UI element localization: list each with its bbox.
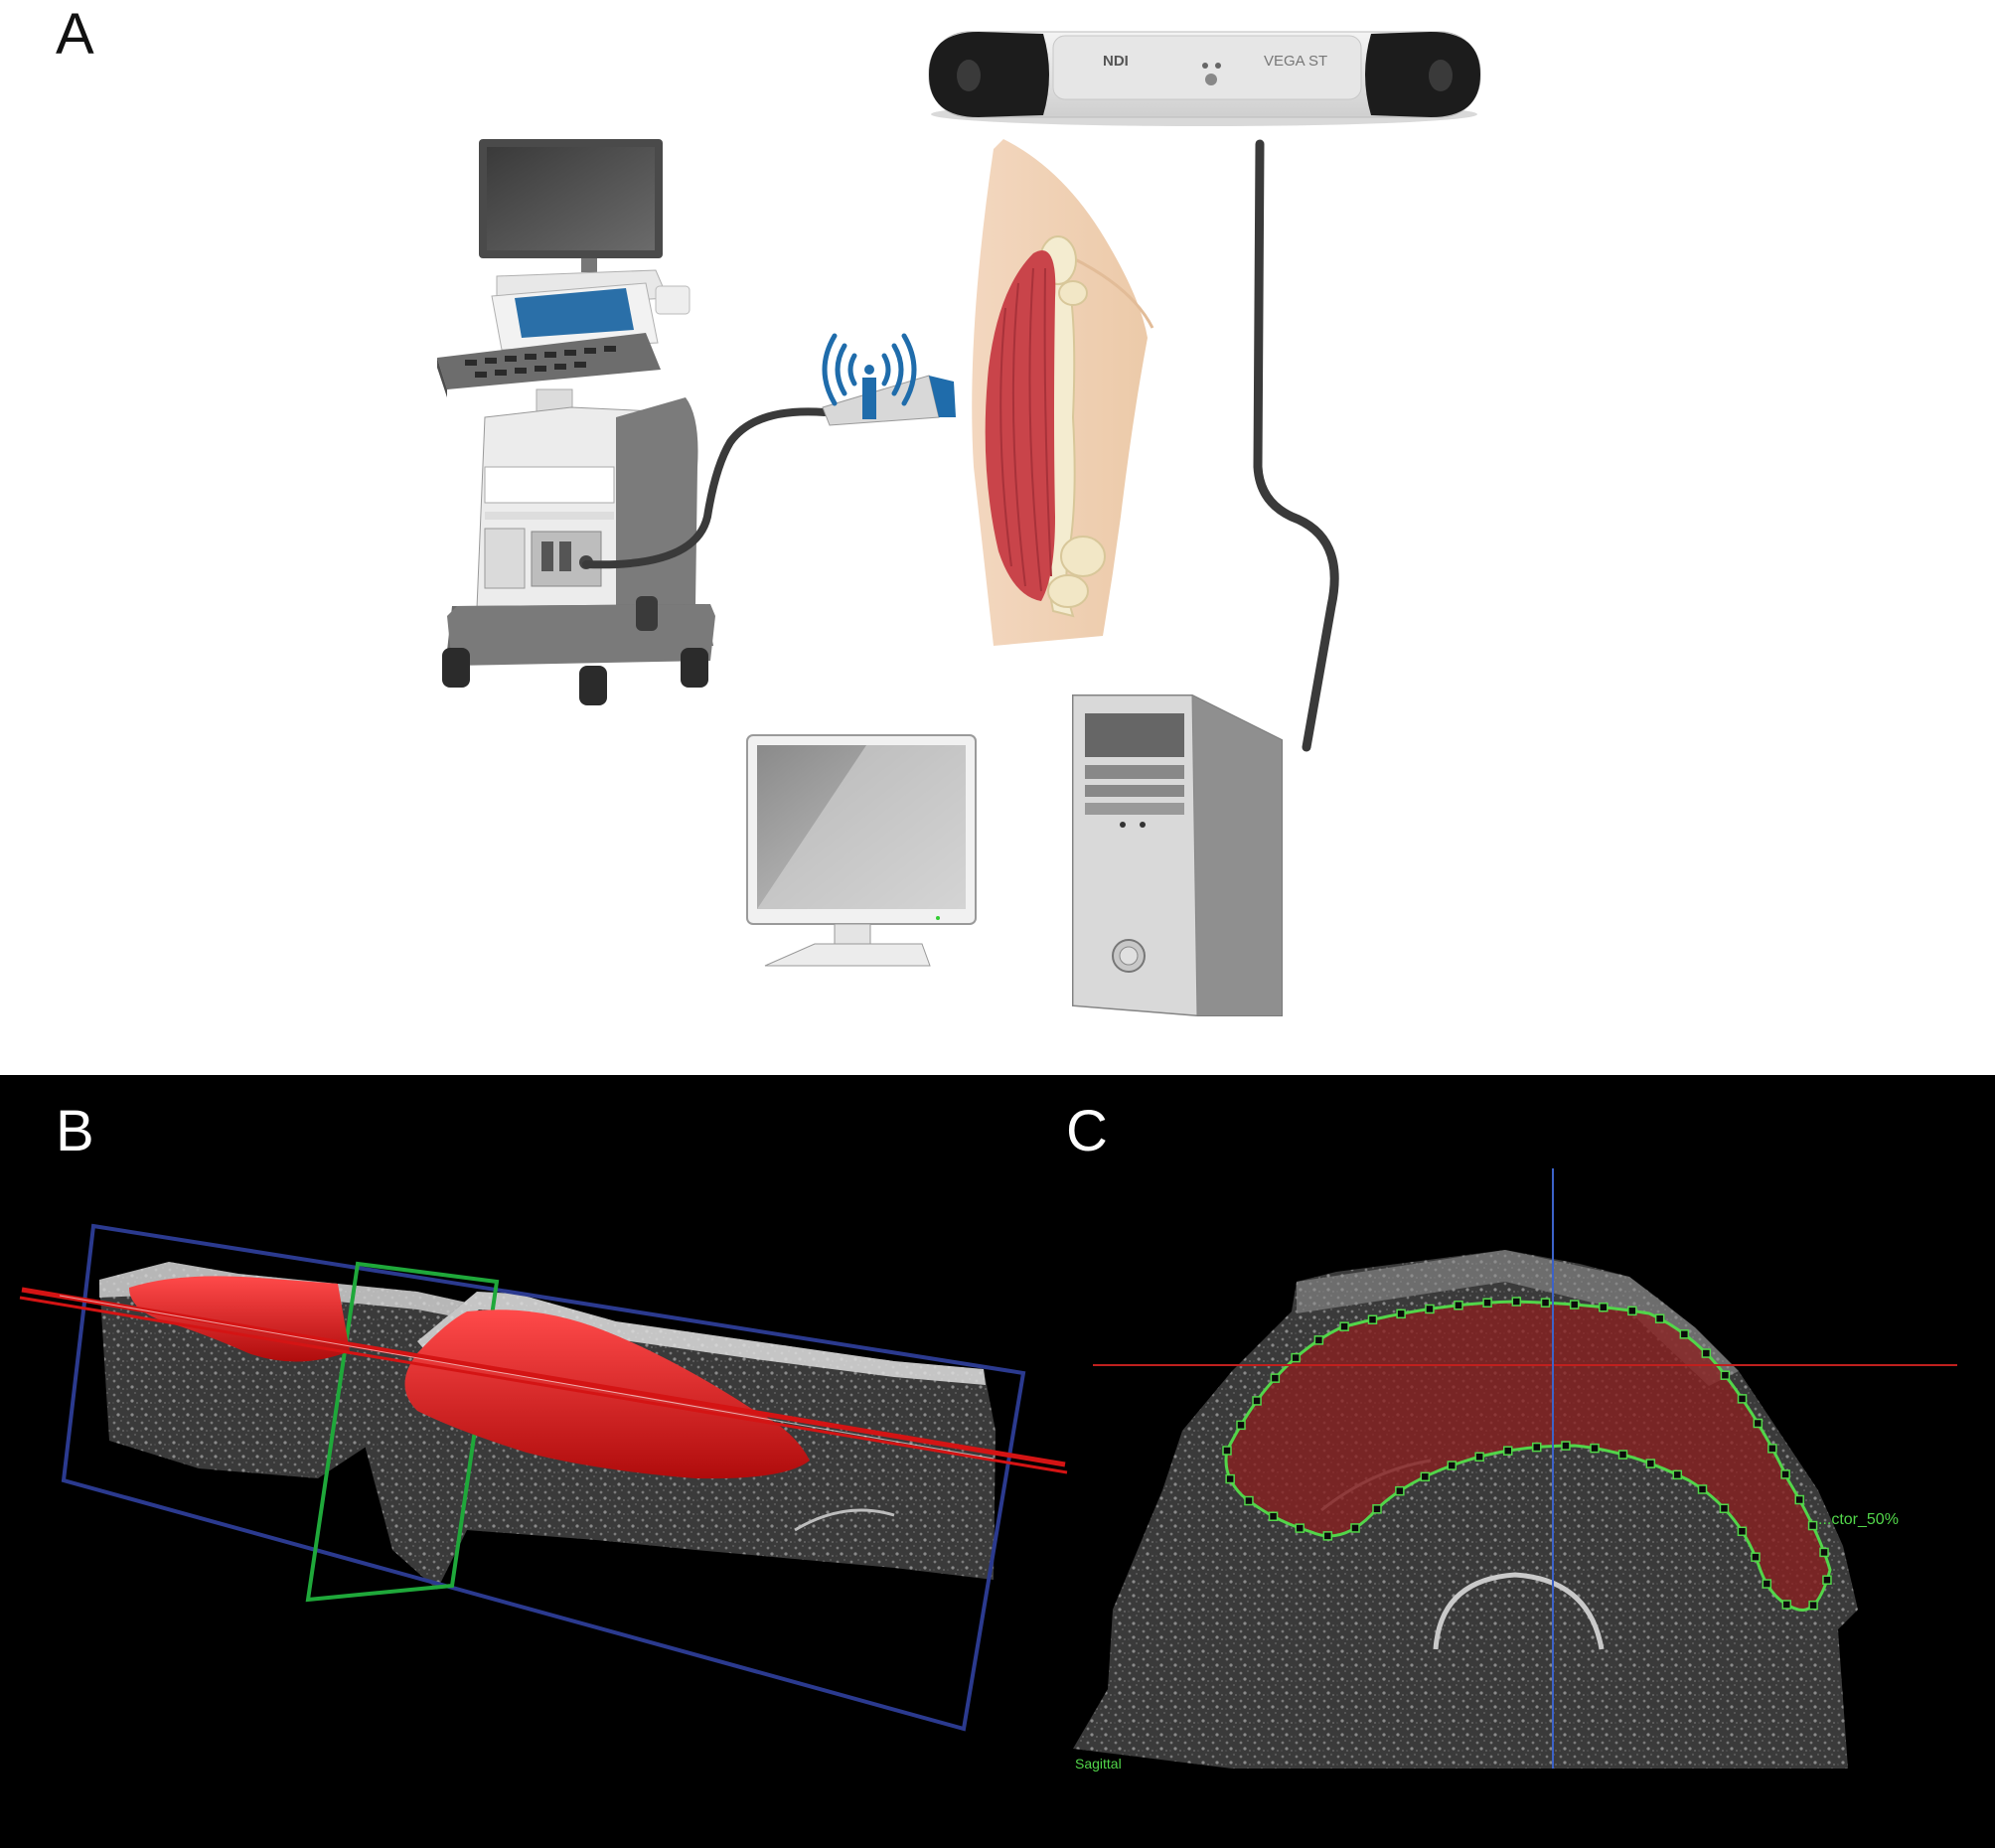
panel-label-c: C: [1066, 1099, 1108, 1163]
contour-point: [1697, 1484, 1708, 1494]
contour-point: [1719, 1503, 1730, 1514]
contour-point: [1780, 1469, 1790, 1479]
contour-point: [1454, 1301, 1463, 1310]
contour-point: [1781, 1600, 1792, 1610]
contour-point: [1540, 1298, 1551, 1308]
contour-point: [1737, 1526, 1748, 1537]
contour-point: [1654, 1313, 1665, 1323]
contour-point: [1569, 1300, 1580, 1309]
contour-point: [1420, 1471, 1431, 1482]
contour-point: [1701, 1348, 1712, 1358]
contour-point: [1502, 1446, 1513, 1456]
wireless-signal-icon: [822, 333, 917, 406]
contour-point: [1252, 1396, 1262, 1406]
tracker-brand: NDI: [1103, 53, 1129, 70]
contour-point: [1474, 1452, 1484, 1463]
contour-point: [1244, 1495, 1254, 1506]
contour-point: [1236, 1420, 1246, 1431]
thigh-anatomy: [972, 139, 1154, 646]
contour-point: [1627, 1306, 1637, 1316]
segmentation-left: [129, 1276, 350, 1362]
pc-tower: [1072, 694, 1283, 1016]
contour-point: [1339, 1321, 1349, 1331]
contour-point: [1751, 1552, 1761, 1562]
contour-point: [1794, 1494, 1804, 1505]
contour-point: [1425, 1304, 1435, 1314]
contour-point: [1599, 1302, 1609, 1312]
monitor: [746, 734, 977, 967]
contour-point: [1367, 1314, 1378, 1324]
contour-point: [1350, 1523, 1360, 1533]
contour-point: [1645, 1459, 1656, 1468]
contour-control-points: [1222, 1297, 1832, 1611]
probe-cable: [582, 407, 829, 569]
contour-point: [1807, 1520, 1818, 1531]
contour-point: [1270, 1373, 1281, 1383]
oblique-plane-red: [21, 1287, 1066, 1467]
contour-point: [1322, 1531, 1333, 1541]
contour-point: [1372, 1504, 1382, 1514]
bounding-box-blue: [61, 1223, 1026, 1732]
contour-point: [1225, 1473, 1235, 1484]
contour-point: [1291, 1352, 1301, 1363]
contour-point: [1532, 1442, 1542, 1453]
slice-plane-green: [305, 1261, 500, 1603]
contour-point: [1396, 1309, 1406, 1319]
optical-tracker: [928, 31, 1481, 126]
panel-label-a: A: [56, 2, 94, 67]
contour-point: [1511, 1297, 1522, 1307]
contour-point: [1617, 1450, 1628, 1460]
contour-point: [1447, 1461, 1458, 1470]
contour-point: [1737, 1394, 1748, 1404]
panel-a-illustration: NDI VEGA ST: [437, 31, 1481, 1016]
contour-point: [1762, 1579, 1772, 1589]
contour-point: [1561, 1441, 1571, 1451]
contour-point: [1268, 1511, 1279, 1522]
bone-echo: [1433, 1572, 1605, 1650]
contour-label: ...ctor_50%: [1818, 1511, 1899, 1528]
view-label: Sagittal: [1075, 1756, 1122, 1771]
contour-point: [1222, 1446, 1232, 1456]
contour-point: [1395, 1485, 1405, 1496]
contour-point: [1819, 1547, 1829, 1558]
tracker-cable: [1253, 139, 1339, 752]
contour-point: [1767, 1444, 1777, 1454]
contour-point: [1482, 1298, 1492, 1308]
contour-point: [1808, 1600, 1818, 1611]
segmentation-main: [404, 1309, 810, 1479]
contour-point: [1295, 1523, 1305, 1533]
contour-point: [1822, 1575, 1832, 1585]
panel-label-b: B: [56, 1099, 94, 1163]
contour-point: [1590, 1443, 1600, 1454]
contour-point: [1679, 1329, 1690, 1339]
contour-point: [1313, 1335, 1324, 1345]
panel-b-3d-view: [19, 1223, 1068, 1732]
contour-point: [1720, 1370, 1731, 1380]
contour-point: [1753, 1418, 1764, 1429]
tracker-model: VEGA ST: [1264, 53, 1327, 70]
contour-point: [1672, 1469, 1683, 1480]
panel-c-2d-view: [1073, 1168, 1957, 1769]
